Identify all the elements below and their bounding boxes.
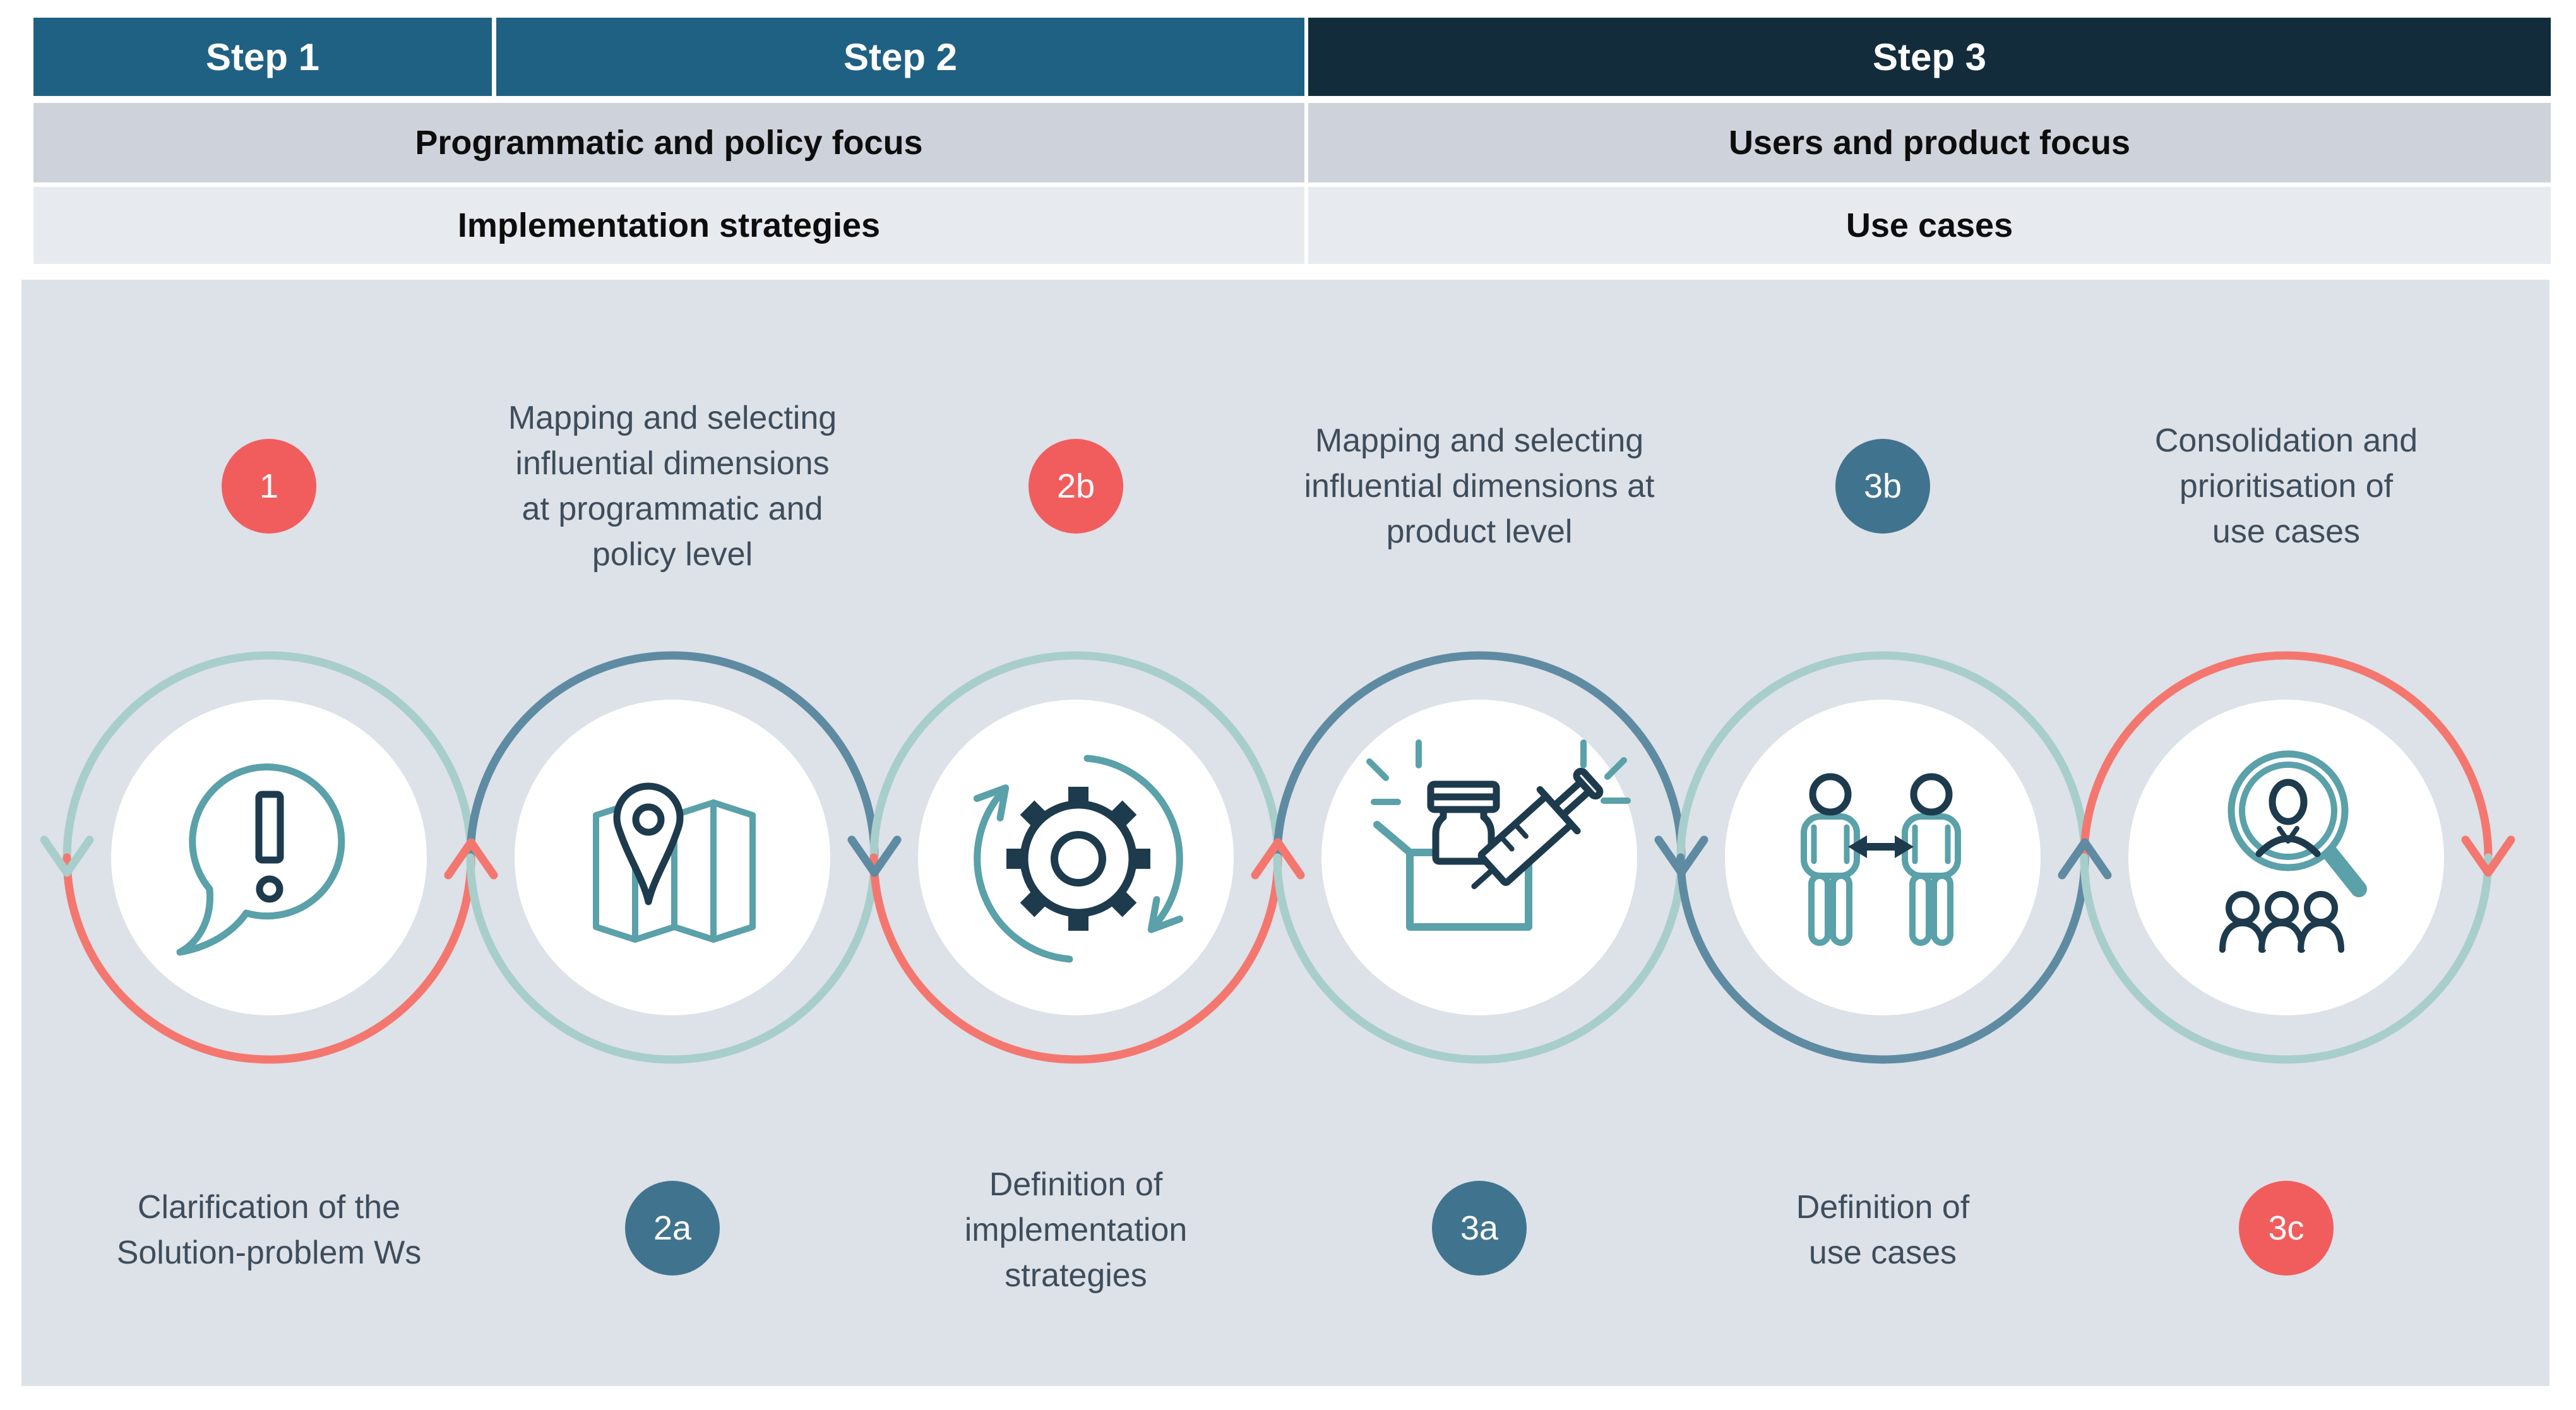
label-definition-use-cases: Definition of use cases — [1796, 1189, 1970, 1271]
focus-programmatic-policy: Programmatic and policy focus — [33, 103, 1304, 182]
badge-step-1: 1 — [222, 439, 316, 534]
badge-step-3c: 3c — [2239, 1181, 2334, 1276]
focus-users-product: Users and product focus — [1308, 103, 2551, 182]
badge-step-2a: 2a — [625, 1181, 720, 1276]
label-mapping-product: Mapping and selecting influential dimens… — [1304, 422, 1655, 550]
label-definition-implementation: Definition of implementation strategies — [964, 1166, 1188, 1294]
step1-header: Step 1 — [33, 18, 492, 96]
step2-header: Step 2 — [496, 18, 1304, 96]
output-implementation-strategies: Implementation strategies — [33, 187, 1304, 264]
step3-header: Step 3 — [1308, 18, 2551, 96]
badge-step-3b: 3b — [1835, 439, 1930, 534]
badge-step-2b: 2b — [1029, 439, 1123, 534]
label-mapping-programmatic: Mapping and selecting influential dimens… — [508, 400, 837, 573]
label-consolidation-use-cases: Consolidation and prioritisation of use … — [2154, 422, 2418, 550]
badge-step-3a: 3a — [1432, 1181, 1527, 1276]
output-use-cases: Use cases — [1308, 187, 2551, 264]
label-clarification-ws: Clarification of the Solution-problem Ws — [116, 1189, 422, 1271]
